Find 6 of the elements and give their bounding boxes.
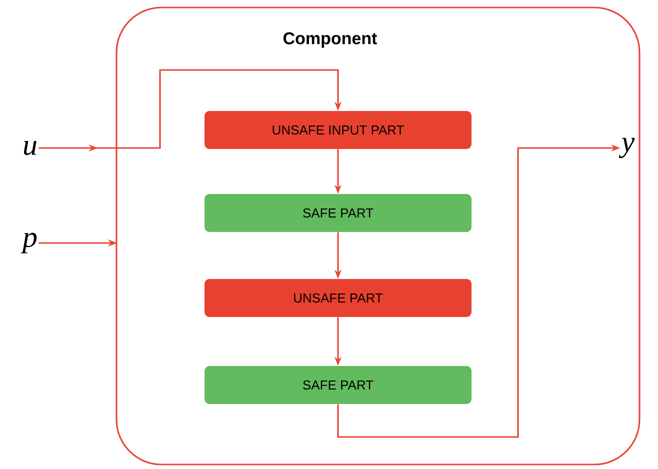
variable-label: p: [20, 232, 37, 254]
process-box: UNSAFE INPUT PART: [204, 111, 472, 149]
process-box: SAFE PART: [204, 366, 472, 404]
variable-label: u: [24, 140, 36, 156]
process-box: UNSAFE PART: [204, 279, 472, 317]
process-box: SAFE PART: [204, 194, 472, 232]
